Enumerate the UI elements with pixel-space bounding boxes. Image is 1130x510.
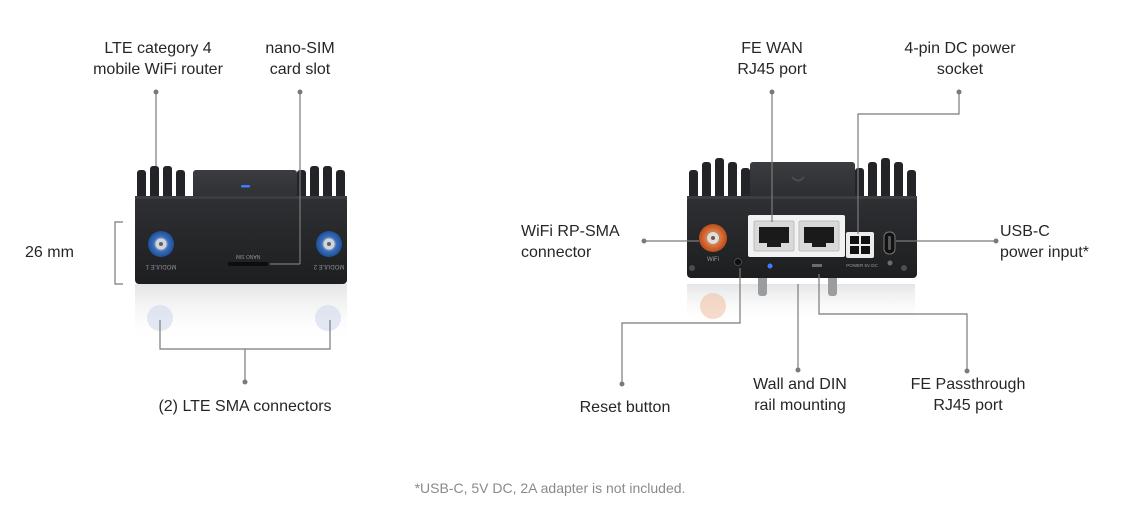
- wifi-rp-sma-connector: [699, 224, 727, 252]
- usb-c-port: [883, 231, 896, 255]
- back-device: WiFi POWER 5V DC: [687, 158, 917, 324]
- fe-passthrough-rj45-port: [798, 220, 840, 252]
- label-fe-wan-line1: FE WAN: [741, 40, 803, 57]
- power-text: POWER 5V DC: [846, 263, 878, 268]
- port-text-module-2: MODULE 2: [313, 263, 344, 269]
- label-nano-sim-line1: nano-SIM: [265, 40, 335, 57]
- label-dc-power: 4-pin DC power socket: [890, 38, 1030, 80]
- back-fins-left: [689, 158, 750, 200]
- label-usb-c-line1: USB-C: [1000, 223, 1050, 240]
- back-fins-right: [855, 158, 916, 200]
- front-fins-right: [297, 166, 345, 200]
- back-top-cover: [750, 162, 855, 204]
- reset-button-hole: [734, 258, 742, 266]
- fe-wan-rj45-port: [753, 220, 795, 252]
- label-wall-din-line1: Wall and DIN: [753, 376, 847, 393]
- back-callout-dots: [619, 89, 999, 387]
- front-callout-dots: [153, 89, 303, 385]
- label-dc-power-line1: 4-pin DC power: [904, 40, 1016, 57]
- label-fe-passthrough: FE Passthrough RJ45 port: [898, 374, 1038, 416]
- footnote: *USB-C, 5V DC, 2A adapter is not include…: [414, 480, 686, 496]
- label-usb-c: USB-C power input*: [1000, 221, 1089, 263]
- label-nano-sim-line2: card slot: [269, 61, 331, 78]
- label-fe-passthrough-line2: RJ45 port: [933, 397, 1003, 414]
- logo-mark: [791, 176, 805, 182]
- label-height: 26 mm: [25, 244, 74, 261]
- front-reflection-sma-left: [147, 305, 173, 331]
- label-usb-c-line2: power input*: [1000, 244, 1089, 261]
- front-device: MODULE 1 MODULE 2 NANO SIM: [135, 166, 347, 344]
- label-fe-wan-line2: RJ45 port: [737, 61, 807, 78]
- nano-sim-slot: [228, 262, 268, 266]
- label-lte-sma-connectors: (2) LTE SMA connectors: [158, 398, 332, 415]
- front-status-led: [241, 185, 250, 188]
- label-wifi-sma-line1: WiFi RP-SMA: [521, 223, 620, 240]
- slot-text: NANO SIM: [236, 253, 261, 259]
- wifi-port-text: WiFi: [707, 257, 719, 263]
- label-fe-passthrough-line1: FE Passthrough: [910, 376, 1026, 393]
- label-dc-power-line2: socket: [936, 61, 984, 78]
- lte-sma-connector-left: [148, 231, 174, 257]
- label-reset-button: Reset button: [579, 399, 671, 416]
- label-fe-wan: FE WAN RJ45 port: [722, 38, 822, 80]
- back-callouts: [621, 92, 996, 384]
- lte-sma-connector-right: [316, 231, 342, 257]
- label-wifi-sma: WiFi RP-SMA connector: [521, 221, 620, 263]
- label-nano-sim: nano-SIM card slot: [250, 38, 350, 80]
- label-lte-router-line1: LTE category 4: [104, 40, 212, 57]
- label-lte-router-line2: mobile WiFi router: [93, 61, 223, 78]
- label-wall-din-line2: rail mounting: [754, 397, 846, 414]
- label-wifi-sma-line2: connector: [521, 244, 592, 261]
- front-reflection-sma-right: [315, 305, 341, 331]
- dc-power-socket: [846, 232, 874, 258]
- label-lte-router: LTE category 4 mobile WiFi router: [78, 38, 238, 80]
- label-wall-din-mount: Wall and DIN rail mounting: [740, 374, 860, 416]
- port-text-module-1: MODULE 1: [145, 263, 176, 269]
- front-body: [135, 196, 347, 284]
- front-callouts: [114, 92, 331, 382]
- front-fins-left: [137, 166, 185, 200]
